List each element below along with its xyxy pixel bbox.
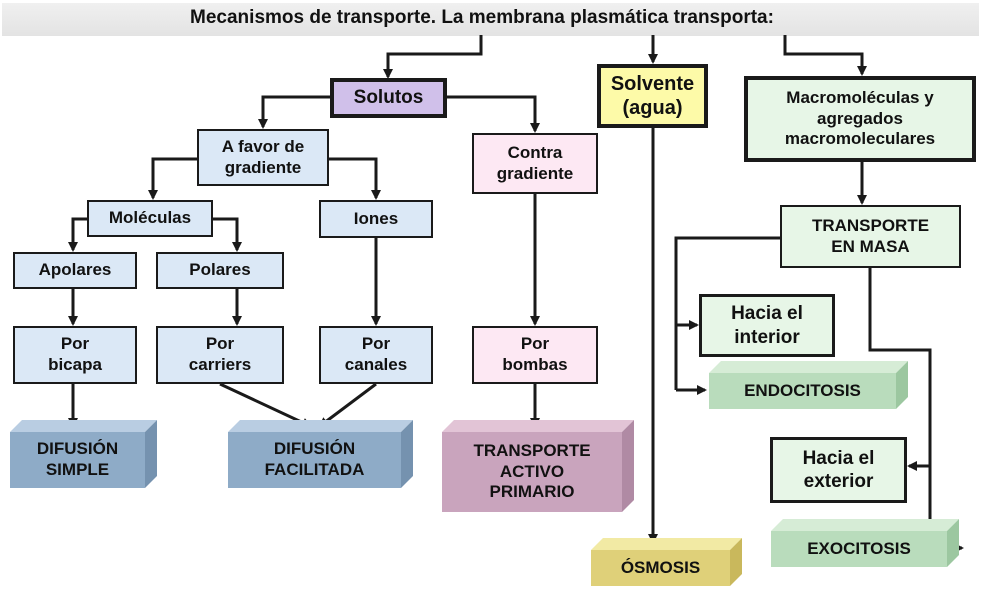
node-solvente-agua: Solvente (agua) xyxy=(597,64,708,128)
result-osmosis: ÓSMOSIS xyxy=(591,538,742,586)
node-a-favor-gradiente: A favor de gradiente xyxy=(197,129,329,186)
node-por-bombas: Por bombas xyxy=(472,326,598,384)
node-hacia-el-interior: Hacia el interior xyxy=(699,294,835,357)
result-osmosis-label: ÓSMOSIS xyxy=(591,550,730,586)
node-contra-gradiente: Contra gradiente xyxy=(472,133,598,194)
arrow-favor-iones xyxy=(329,157,381,200)
node-solutos: Solutos xyxy=(330,78,447,118)
arrow-title-macro xyxy=(783,35,867,76)
arrow-solutos-favor xyxy=(258,95,330,129)
arrow-canales-difusion-facilitada xyxy=(318,382,377,428)
node-por-bicapa: Por bicapa xyxy=(13,326,137,384)
arrow-moleculas-apolares xyxy=(68,217,87,252)
result-difusion-facilitada: DIFUSIÓN FACILITADA xyxy=(228,420,413,488)
node-transporte-en-masa: TRANSPORTE EN MASA xyxy=(780,205,961,268)
result-transporte-activo-primario-label: TRANSPORTE ACTIVO PRIMARIO xyxy=(442,432,622,512)
line-masa-left xyxy=(674,236,780,390)
result-transporte-activo-primario: TRANSPORTE ACTIVO PRIMARIO xyxy=(442,420,634,512)
arrow-favor-moleculas xyxy=(148,157,197,200)
result-endocitosis-label: ENDOCITOSIS xyxy=(709,373,896,409)
diagram-title: Mecanismos de transporte. La membrana pl… xyxy=(190,7,774,28)
node-por-canales: Por canales xyxy=(319,326,433,384)
node-moleculas: Moléculas xyxy=(87,200,213,237)
node-hacia-el-exterior: Hacia el exterior xyxy=(770,437,907,503)
title-bar: Mecanismos de transporte. La membrana pl… xyxy=(2,3,979,36)
result-exocitosis-label: EXOCITOSIS xyxy=(771,531,947,567)
arrow-title-solutos xyxy=(383,35,483,79)
result-endocitosis: ENDOCITOSIS xyxy=(709,361,908,409)
node-apolares: Apolares xyxy=(13,252,137,289)
result-difusion-simple-label: DIFUSIÓN SIMPLE xyxy=(10,432,145,488)
result-exocitosis: EXOCITOSIS xyxy=(771,519,959,567)
result-difusion-facilitada-label: DIFUSIÓN FACILITADA xyxy=(228,432,401,488)
node-por-carriers: Por carriers xyxy=(156,326,284,384)
node-polares: Polares xyxy=(156,252,284,289)
arrow-carriers-difusion-facilitada xyxy=(219,382,312,428)
arrow-moleculas-polares xyxy=(213,217,242,252)
node-macromoleculas: Macromoléculas y agregados macromolecula… xyxy=(744,76,976,162)
line-masa-right xyxy=(868,268,932,548)
node-iones: Iones xyxy=(319,200,433,238)
arrow-solutos-contra xyxy=(447,95,540,133)
result-difusion-simple: DIFUSIÓN SIMPLE xyxy=(10,420,157,488)
